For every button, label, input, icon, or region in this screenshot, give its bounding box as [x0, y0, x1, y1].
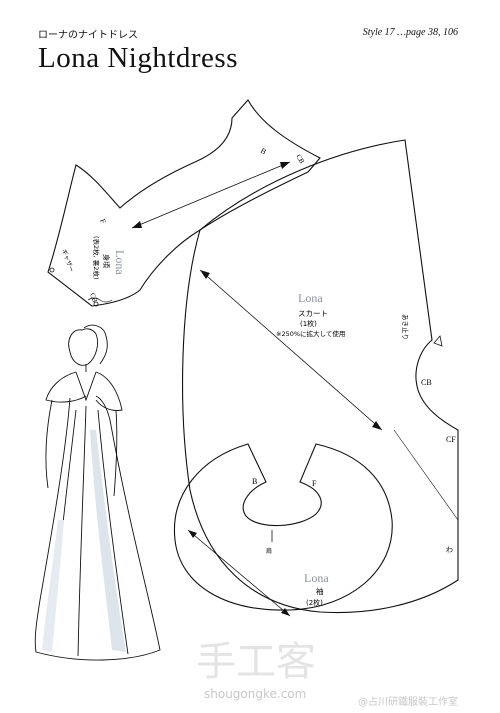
left-cape-sleeve [45, 371, 87, 403]
bodice-cb-top-mark: CB [294, 153, 306, 165]
skirt-count-label: (1枚) [300, 319, 317, 328]
watermark-logo-text: 手工客 [196, 639, 316, 685]
skirt-outline [182, 139, 459, 614]
skirt-fold-guide [393, 429, 459, 521]
style-page-reference: Style 17 …page 38, 106 [362, 27, 458, 38]
skirt-fold-mark: わ [446, 546, 453, 554]
bodice-count-label: (表2枚, 裏2枚) [92, 236, 101, 279]
sleeve-b-mark: B [252, 477, 257, 486]
bodice-pattern-piece: B CB F CB ギャザー Lona 身頃 (表2枚, 裏2枚) [47, 99, 321, 307]
gown-fold [97, 409, 129, 655]
bodice-lona-label: Lona [113, 250, 127, 275]
skirt-enlarge-note: ※250%に拡大して使用 [276, 329, 345, 338]
sleeve-count-label: (2枚) [306, 598, 323, 607]
bodice-f-mark: F [98, 218, 108, 225]
gather-mark [87, 297, 113, 303]
skirt-cf-mark: CF [446, 435, 456, 444]
bodice-dot [49, 267, 55, 273]
bodice-name-label: 身頃 [102, 254, 111, 268]
gown-shading [42, 520, 64, 652]
hair-outline [83, 324, 108, 365]
japanese-title: ローナのナイトドレス [38, 30, 138, 41]
bodice-cb-bottom-mark: CB [88, 292, 99, 304]
watermark-credit: @占川研鐵服裝工作室 [358, 695, 458, 708]
skirt-pattern-piece: Lona スカート (1枚) ※250%に拡大して使用 あき止り CB CF わ [182, 139, 459, 614]
sleeve-name-label: 袖 [316, 586, 324, 596]
sleeve-f-mark: F [312, 479, 317, 488]
left-arm [45, 399, 53, 489]
bodice-grain-tail [280, 162, 290, 169]
sleeve-lona-label: Lona [304, 571, 329, 585]
v-back-neckline [75, 371, 97, 402]
bodice-outline [47, 99, 321, 307]
skirt-lona-label: Lona [298, 291, 323, 305]
bodice-grainline [131, 161, 291, 229]
bodice-grain-head [132, 221, 142, 228]
right-cape-sleeve [95, 371, 123, 411]
sleeve-pattern-piece: B F 肩 Lona 袖 (2枚) [173, 443, 393, 617]
opening-stop-label: あき止り [401, 314, 410, 340]
sleeve-shoulder-mark: 肩 [266, 547, 272, 555]
gown-center-fold [77, 405, 87, 657]
grain-arrow-tail [372, 421, 382, 430]
skirt-name-label: スカート [298, 309, 328, 318]
skirt-cb-mark: CB [421, 378, 432, 387]
bodice-b-mark: B [259, 146, 268, 156]
page-title: Lona Nightdress [38, 42, 238, 74]
watermark-url: shougongke.com [204, 687, 306, 701]
sleeve-grain-head [188, 530, 197, 538]
sleeve-outline [173, 443, 393, 611]
sleeve-grainline [187, 529, 291, 617]
bodice-dot [93, 301, 99, 307]
gather-label: ギャザー [60, 248, 75, 273]
head-outline [68, 328, 99, 366]
gown-shading [90, 430, 126, 652]
skirt-grainline [199, 269, 383, 431]
nightdress-figure-illustration [34, 324, 161, 661]
grain-arrow-head [200, 270, 210, 279]
opening-notch [433, 335, 443, 347]
sleeve-grain-tail [281, 608, 290, 616]
gown-skirt-outline [34, 395, 161, 661]
